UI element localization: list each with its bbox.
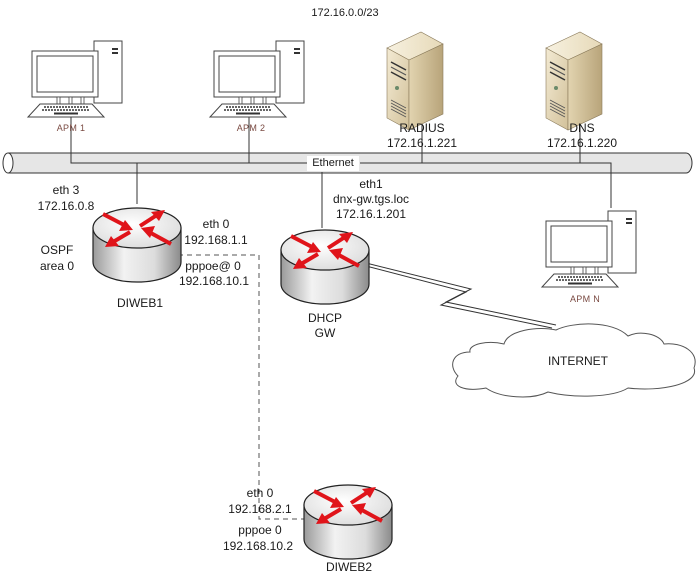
subnet-title: 172.16.0.0/23 (311, 7, 379, 19)
diweb1-eth0-label: eth 0 (202, 217, 230, 231)
diweb1-pppoe-ip: 192.168.10.1 (178, 274, 250, 288)
apm2-label: APM 2 (236, 123, 266, 133)
diweb2-pppoe-label: pppoe 0 (238, 523, 282, 537)
diweb1-eth0-ip: 192.168.1.1 (184, 233, 248, 247)
workstation-apm1-icon (27, 40, 123, 118)
diweb1-pppoe-label: pppoe@ 0 (185, 259, 241, 273)
link-apm1 (70, 108, 314, 164)
diweb2-pppoe-ip: 192.168.10.2 (222, 539, 294, 553)
pppoe-link (178, 254, 305, 520)
workstation-apm2-icon (209, 40, 305, 118)
gw-eth1-label: eth1 (359, 177, 383, 191)
ospf-area-label: area 0 (39, 259, 75, 273)
diweb2-eth0-label: eth 0 (246, 486, 274, 500)
diweb1-eth3-ip: 172.16.0.8 (37, 199, 95, 213)
radius-name: RADIUS (399, 121, 445, 135)
connections (70, 108, 612, 228)
server-dns-icon (545, 31, 603, 131)
radius-ip: 172.16.1.221 (386, 136, 458, 150)
router-gw-icon (279, 228, 371, 306)
server-radius-icon (386, 31, 444, 131)
workstation-apmn-icon (541, 210, 637, 288)
diweb2-eth0-ip: 192.168.2.1 (228, 502, 292, 516)
gw-name-line2: GW (314, 326, 336, 340)
gw-name-line1: DHCP (307, 311, 342, 325)
diweb1-name: DIWEB1 (116, 296, 163, 310)
diweb1-eth3-label: eth 3 (52, 183, 80, 197)
link-bus-right (360, 162, 612, 208)
router-diweb1-icon (91, 206, 183, 284)
internet-label: INTERNET (548, 354, 608, 368)
diweb2-name: DIWEB2 (325, 560, 372, 574)
gw-eth1-ip: 172.16.1.201 (335, 207, 407, 221)
ospf-label: OSPF (40, 243, 74, 257)
router-diweb2-icon (302, 483, 394, 561)
ethernet-label: Ethernet (307, 156, 359, 171)
apm1-label: APM 1 (56, 123, 86, 133)
wan-link (365, 262, 557, 329)
dns-ip: 172.16.1.220 (546, 136, 618, 150)
apmn-label: APM N (569, 294, 600, 304)
internet-cloud-icon (452, 323, 696, 398)
gw-hostname: dnx-gw.tgs.loc (332, 192, 410, 206)
dns-name: DNS (569, 121, 595, 135)
